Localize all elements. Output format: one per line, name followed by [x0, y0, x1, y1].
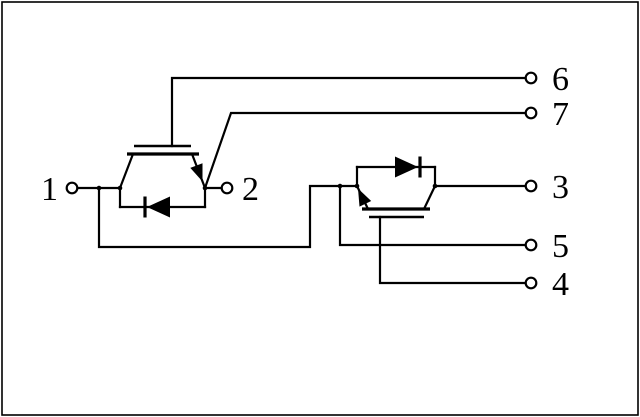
- terminal-6-pin: [524, 71, 538, 85]
- terminal-5-pin: [524, 238, 538, 252]
- terminal-3-pin: [524, 179, 538, 193]
- terminal-1-label: 1: [41, 171, 58, 208]
- diode1-anode-triangle-icon: [147, 196, 170, 218]
- junction-dot: [354, 183, 360, 189]
- terminal-2-pin: [220, 181, 234, 195]
- terminal-3-label: 3: [552, 169, 569, 206]
- wire-aux-emitter1-terminal-7: [203, 111, 528, 190]
- terminal-4-pin: [524, 276, 538, 290]
- terminal-labels: 1 2 6 7 3 5 4: [41, 61, 569, 303]
- junction-dot: [96, 185, 102, 191]
- terminal-4-label: 4: [552, 266, 569, 303]
- wire-aux-emitter2-terminal-5: [338, 184, 528, 247]
- terminal-pins: [65, 71, 538, 290]
- terminal-5-label: 5: [552, 228, 569, 265]
- junction-dot: [337, 183, 343, 189]
- junction-dot: [202, 185, 208, 191]
- diode2-symbol: [355, 156, 437, 188]
- igbt2-emitter-arrow-icon: [358, 188, 372, 207]
- terminal-6-label: 6: [552, 61, 569, 98]
- igbt1-emitter-arrow-icon: [190, 163, 203, 182]
- wire-node1-to-emitter2: [97, 184, 359, 249]
- igbt1-symbol: [118, 144, 207, 190]
- diode1-symbol: [118, 186, 207, 218]
- igbt1-collector-lead: [118, 152, 135, 190]
- terminal-7-pin: [524, 106, 538, 120]
- igbt2-collector-lead: [422, 184, 437, 211]
- terminal-7-label: 7: [552, 96, 569, 133]
- terminal-1-pin: [65, 181, 79, 195]
- wire-gate1-terminal-6: [170, 76, 528, 148]
- wires: [75, 76, 528, 285]
- wire-gate2-terminal-4: [378, 215, 528, 285]
- terminal-2-label: 2: [242, 171, 259, 208]
- junction-dot: [432, 183, 438, 189]
- diode2-anode-triangle-icon: [395, 156, 418, 178]
- igbt2-symbol: [355, 184, 437, 219]
- junction-dots: [96, 183, 438, 191]
- junction-dot: [117, 185, 123, 191]
